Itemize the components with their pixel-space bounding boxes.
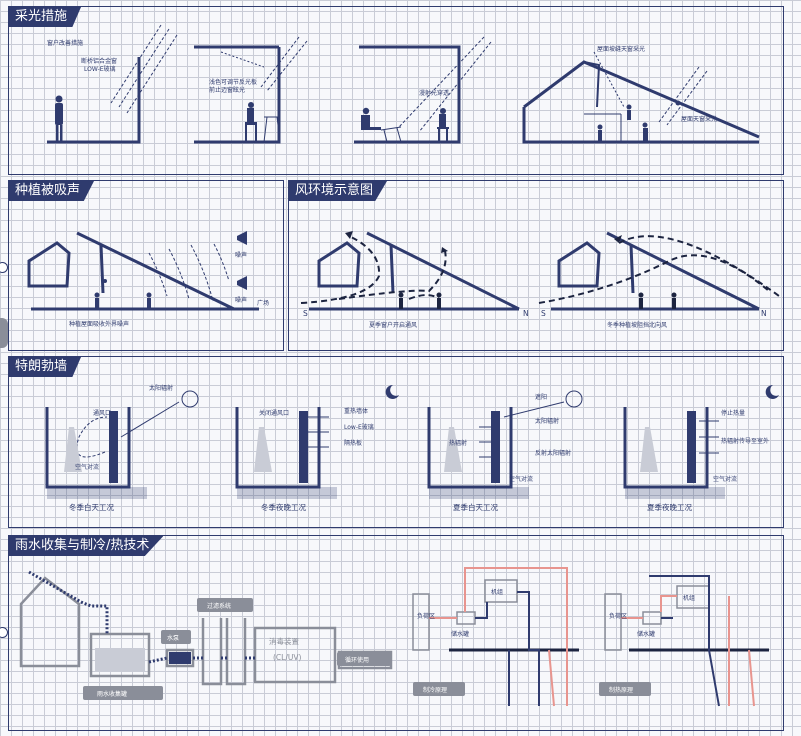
rain-unit1: 机组 bbox=[491, 588, 503, 596]
trombe-stop: 停止热量 bbox=[721, 409, 745, 417]
rain-drawing: 过滤系统 水泵 消毒装置 (CL/UV) 循环使用 雨水收集罐 bbox=[19, 567, 769, 707]
wind-title: 风环境示意图 bbox=[289, 181, 388, 201]
label-glass2: LOW-E玻璃 bbox=[84, 65, 116, 73]
trombe-release: 热辐射传导至室外 bbox=[721, 437, 769, 445]
label-s1: S bbox=[303, 309, 308, 318]
trombe-caption-2: 冬季夜晚工况 bbox=[261, 502, 306, 512]
daylight-panel: 采光措施 bbox=[8, 6, 784, 175]
rain-pump: 水泵 bbox=[167, 634, 179, 642]
rain-tank: 雨水收集罐 bbox=[97, 690, 127, 698]
rain-heat: 制热原理 bbox=[609, 686, 633, 694]
rain-load1: 负荷区 bbox=[417, 612, 435, 620]
trombe-glass-wall: 重热墙体 bbox=[344, 407, 368, 415]
rain-filter: 过滤系统 bbox=[207, 602, 231, 610]
label-noise2: 噪声 bbox=[235, 296, 247, 304]
label-noise1: 噪声 bbox=[235, 251, 247, 259]
label-n2: N bbox=[761, 309, 767, 318]
rain-reuse: 循环使用 bbox=[345, 656, 369, 664]
trombe-convect3: 空气对流 bbox=[713, 475, 737, 483]
planting-caption: 种植屋面吸收外界噪声 bbox=[69, 320, 129, 328]
label-diffuse: 漫射光穿透 bbox=[419, 89, 449, 97]
trombe-reflect: 反射太阳辐射 bbox=[535, 449, 571, 457]
trombe-lowe: Low-E玻璃 bbox=[344, 423, 374, 431]
label-roof-light: 屋面天窗采光 bbox=[681, 115, 717, 123]
label-reflect1: 浅色可调节反光板 bbox=[209, 78, 257, 86]
side-marker-2[interactable] bbox=[0, 627, 8, 638]
label-skylight: 屋面坡缝天窗采光 bbox=[597, 45, 645, 53]
trombe-caption-1: 冬季白天工况 bbox=[69, 502, 114, 512]
planting-panel: 种植被吸声 噪声 噪声 广场 bbox=[8, 180, 284, 351]
side-tab[interactable] bbox=[0, 318, 8, 348]
planting-title: 种植被吸声 bbox=[9, 181, 95, 201]
rain-disinfect-sub: (CL/UV) bbox=[273, 653, 301, 662]
rain-panel: 雨水收集与制冷/热技术 bbox=[8, 535, 784, 731]
trombe-caption-3: 夏季白天工况 bbox=[453, 502, 498, 512]
trombe-heat: 热辐射 bbox=[449, 439, 467, 447]
label-glass1: 断桥铝合金窗 bbox=[81, 57, 117, 65]
trombe-convect: 空气对流 bbox=[75, 463, 99, 471]
trombe-convect2: 空气对流 bbox=[509, 475, 533, 483]
trombe-panel: 特朗勃墙 bbox=[8, 356, 784, 528]
wind-drawing: S N S N 夏季窗户开启通风 冬季种植坡阻挡北向风 bbox=[300, 231, 780, 329]
trombe-insul: 隔热板 bbox=[344, 439, 362, 447]
label-plaza: 广场 bbox=[257, 299, 269, 307]
rain-cool: 制冷原理 bbox=[423, 686, 447, 694]
rain-title: 雨水收集与制冷/热技术 bbox=[9, 536, 164, 556]
trombe-drawing: 太阳辐射 通风口 空气对流 重热墙体 Low-E玻璃 隔热板 关闭通风口 遮阳 … bbox=[45, 384, 779, 512]
wind-panel: 风环境示意图 bbox=[288, 180, 784, 351]
trombe-caption-4: 夏季夜晚工况 bbox=[647, 502, 692, 512]
label-window: 窗户改善措施 bbox=[47, 39, 83, 47]
rain-load2: 负荷区 bbox=[609, 612, 627, 620]
wind-caption2: 冬季种植坡阻挡北向风 bbox=[607, 321, 667, 329]
trombe-title: 特朗勃墙 bbox=[9, 357, 82, 377]
trombe-solar2: 太阳辐射 bbox=[535, 417, 559, 425]
trombe-solar: 太阳辐射 bbox=[149, 384, 173, 392]
daylight-title: 采光措施 bbox=[9, 7, 82, 27]
label-n1: N bbox=[523, 309, 529, 318]
side-marker-1[interactable] bbox=[0, 262, 8, 273]
rain-store1: 储水罐 bbox=[451, 630, 469, 638]
trombe-shade: 遮阳 bbox=[535, 393, 547, 401]
rain-unit2: 机组 bbox=[683, 594, 695, 602]
label-s2: S bbox=[541, 309, 546, 318]
rain-store2: 储水罐 bbox=[637, 630, 655, 638]
wind-caption1: 夏季窗户开启通风 bbox=[369, 321, 417, 329]
label-reflect2: 前止迈窗眩光 bbox=[209, 86, 245, 94]
rain-disinfect: 消毒装置 bbox=[269, 636, 299, 646]
daylight-drawing: 窗户改善措施 断桥铝合金窗 LOW-E玻璃 浅色可调节反光板 前止迈窗眩光 漫射… bbox=[47, 24, 760, 144]
trombe-vent: 通风口 bbox=[93, 409, 111, 417]
trombe-vent2: 关闭通风口 bbox=[259, 409, 289, 417]
planting-drawing: 噪声 噪声 广场 种植屋面吸收外界噪声 bbox=[27, 231, 269, 328]
